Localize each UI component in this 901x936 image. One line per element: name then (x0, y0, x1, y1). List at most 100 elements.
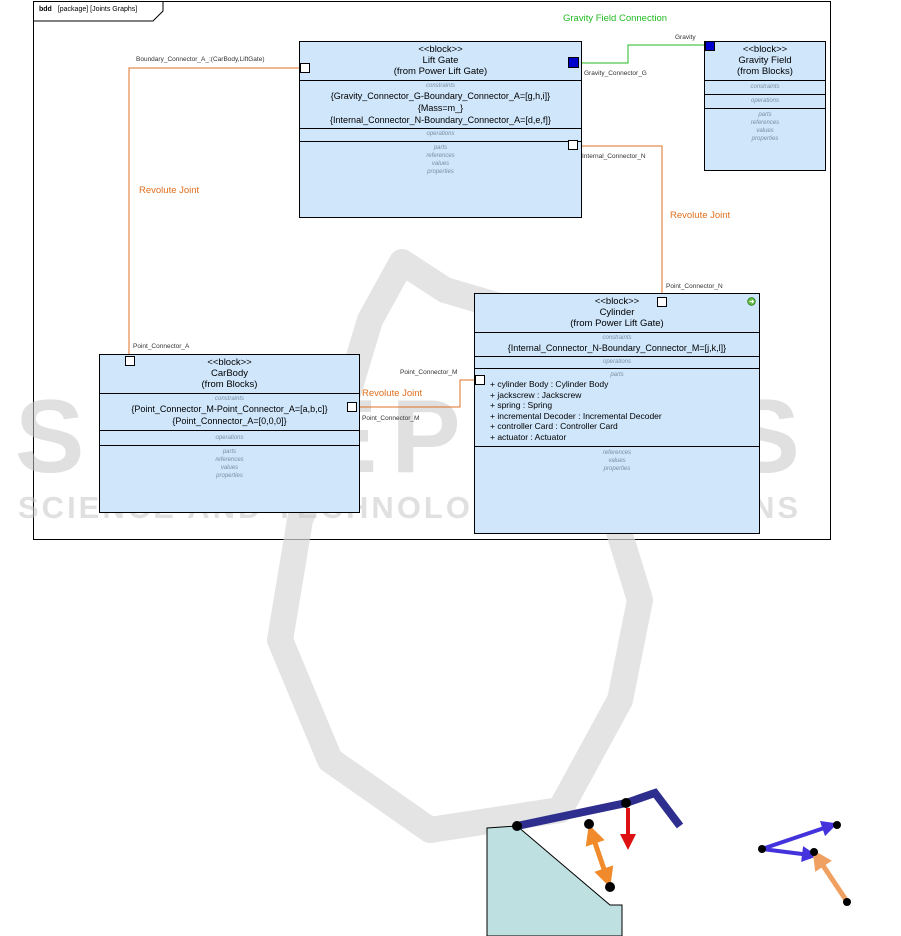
lift-gate-from: (from Power Lift Gate) (393, 66, 488, 77)
lift-gate-name: Lift Gate (422, 55, 459, 66)
cylinder-operations-label: operations (602, 359, 632, 365)
cylinder-operations: operations (475, 356, 759, 368)
label-point-connector-m-top: Point_Connector_M (400, 369, 458, 376)
lift-gate-constraint-3: {Internal_Connector_N-Boundary_Connector… (330, 115, 551, 125)
frame-title: bdd [package] [Joints Graphs] (39, 6, 137, 13)
cylinder-parts: parts + cylinder Body : Cylinder Body + … (475, 368, 759, 446)
vector-dot-1 (758, 845, 766, 853)
lift-gate-values-label: values (431, 161, 450, 167)
cylinder-references-label: references (602, 450, 632, 456)
cylinder-compartments: references values properties (475, 446, 759, 473)
car-body-shape (486, 825, 623, 936)
joint-dot-cylinder-bottom (605, 882, 615, 892)
carbody-references-label: references (215, 457, 244, 463)
carbody-stereotype: <<block>> (207, 357, 252, 368)
diagram-frame (33, 1, 831, 540)
cylinder-constraint-1: {Internal_Connector_N-Boundary_Connector… (507, 343, 727, 353)
joint-dot-car (512, 821, 522, 831)
lift-gate-constraints-label: constraints (425, 83, 455, 89)
cylinder-part-2: + jackscrew : Jackscrew (490, 389, 582, 400)
green-arrow-icon (747, 297, 756, 306)
carbody-constraint-1: {Point_Connector_M-Point_Connector_A=[a,… (131, 404, 328, 414)
cylinder-part-4: + incremental Decoder : Incremental Deco… (490, 410, 662, 421)
label-gravity-field-connection: Gravity Field Connection (563, 13, 668, 24)
joint-dot-cylinder-top (584, 819, 594, 829)
vector-dot-4 (843, 898, 851, 906)
gravity-field-constraints-label: constraints (750, 84, 780, 90)
block-gravity-field[interactable]: <<block>> Gravity Field (from Blocks) co… (704, 41, 826, 171)
gravity-field-constraints: constraints (705, 80, 825, 94)
port-point-connector-n[interactable] (657, 297, 667, 307)
port-gravity[interactable] (705, 41, 715, 51)
carbody-compartments: parts references values properties (100, 445, 359, 480)
vector-orange (812, 849, 849, 902)
port-point-connector-a[interactable] (125, 356, 135, 366)
frame-label: [package] [Joints Graphs] (57, 6, 138, 13)
revolute-joint-left-line (128, 67, 305, 356)
label-point-connector-n: Point_Connector_N (666, 283, 723, 290)
revolute-joint-right-line (578, 145, 663, 297)
port-gravity-connector-g[interactable] (568, 57, 579, 68)
cylinder-part-3: + spring : Spring (490, 400, 553, 410)
cylinder-part-1: + cylinder Body : Cylinder Body (490, 379, 609, 389)
cylinder-parts-label: parts (610, 372, 624, 378)
carbody-constraints-label: constraints (214, 396, 244, 402)
block-cylinder[interactable]: <<block>> Cylinder (from Power Lift Gate… (474, 293, 760, 534)
gravity-field-values-label: values (756, 128, 774, 134)
carbody-operations: operations (100, 430, 359, 445)
frame-kind: bdd (39, 6, 52, 13)
carbody-constraints: constraints {Point_Connector_M-Point_Con… (100, 393, 359, 430)
label-boundary-connector-a: Boundary_Connector_A_:(CarBody,LiftGate) (136, 56, 265, 63)
lift-gate-parts-label: parts (433, 145, 448, 151)
block-carbody[interactable]: <<block>> CarBody (from Blocks) constrai… (99, 354, 360, 513)
port-internal-connector-n[interactable] (568, 140, 578, 150)
frame-tab (33, 1, 164, 22)
gravity-field-properties-label: properties (751, 136, 779, 142)
lift-gate-operations-label: operations (426, 131, 455, 137)
block-lift-gate[interactable]: <<block>> Lift Gate (from Power Lift Gat… (299, 41, 582, 218)
lift-gate-properties-label: properties (427, 169, 454, 175)
gravity-field-parts-label: parts (758, 112, 772, 118)
port-point-connector-m-cylinder[interactable] (475, 375, 485, 385)
lift-gate-stereotype: <<block>> (418, 44, 463, 55)
vector-dot-3 (810, 848, 818, 856)
lift-gate-constraint-1: {Gravity_Connector_G-Boundary_Connector_… (330, 91, 551, 101)
label-gravity-connector-g: Gravity_Connector_G (584, 70, 647, 77)
port-point-connector-m-carbody[interactable] (347, 402, 357, 412)
cylinder-constraints-label: constraints (602, 335, 632, 341)
lift-gate-constraints: constraints {Gravity_Connector_G-Boundar… (300, 80, 581, 128)
gravity-field-operations: operations (705, 94, 825, 108)
gravity-field-references-label: references (750, 120, 780, 126)
vector-blue-2 (761, 820, 838, 851)
cylinder-part-6: + actuator : Actuator (490, 431, 567, 442)
label-revolute-joint-left: Revolute Joint (139, 185, 200, 196)
port-boundary-connector-a[interactable] (300, 63, 310, 73)
joint-dot-mass (621, 798, 631, 808)
carbody-parts-label: parts (222, 449, 237, 455)
carbody-name: CarBody (211, 368, 248, 379)
cylinder-from: (from Power Lift Gate) (570, 318, 664, 329)
lift-gate-constraint-2: {Mass=m_} (417, 103, 464, 113)
gravity-field-name: Gravity Field (738, 55, 792, 66)
lift-gate-operations: operations (300, 128, 581, 141)
carbody-from: (from Blocks) (201, 379, 258, 390)
label-internal-connector-n: Internal_Connector_N (582, 153, 646, 160)
carbody-properties-label: properties (216, 473, 243, 479)
cylinder-stereotype: <<block>> (594, 296, 640, 307)
cylinder-values-label: values (608, 458, 626, 464)
cylinder-properties-label: properties (603, 466, 631, 472)
label-point-connector-a: Point_Connector_A (133, 343, 190, 350)
cylinder-constraints: constraints {Internal_Connector_N-Bounda… (475, 332, 759, 356)
carbody-operations-label: operations (215, 435, 244, 441)
cylinder-name: Cylinder (599, 307, 635, 318)
vector-blue (761, 846, 818, 862)
label-revolute-joint-middle: Revolute Joint (362, 388, 423, 399)
gravity-field-compartments: parts references values properties (705, 108, 825, 143)
revolute-joint-middle-line (358, 379, 476, 408)
gravity-connection-line (578, 44, 705, 64)
lift-gate-beam (516, 788, 684, 830)
gravity-field-from: (from Blocks) (737, 66, 793, 77)
cylinder-piston-arrow (585, 824, 614, 888)
